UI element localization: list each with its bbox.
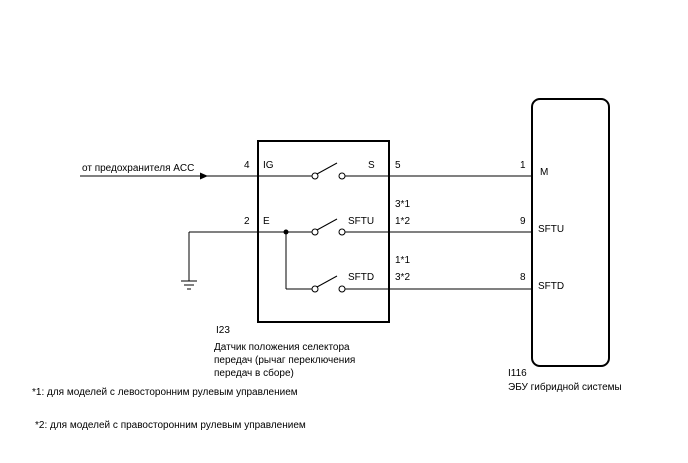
switch-unit-id: I23 [216, 325, 230, 336]
pin-number: 1 [520, 160, 526, 171]
switch-unit-name-line: передач (рычаг переключения [214, 355, 355, 366]
arrow-icon [200, 172, 208, 180]
pin-name: SFTU [538, 224, 564, 235]
footnote: *2: для моделей с правосторонним рулевым… [35, 420, 306, 431]
pin-number: 2 [244, 216, 250, 227]
pin-number: 4 [244, 160, 250, 171]
pin-number: 9 [520, 216, 526, 227]
pin-name: SFTD [348, 272, 374, 283]
source-label: от предохранителя ACC [82, 163, 194, 174]
switch-unit-name-line: Датчик положения селектора [214, 342, 350, 353]
switch-unit-name-line: передач в сборе) [214, 367, 294, 379]
pin-number: 1*2 [395, 216, 410, 227]
ground-icon [181, 280, 197, 290]
pin-name: IG [263, 160, 274, 171]
switch-icon [311, 275, 346, 293]
pin-number: 8 [520, 272, 526, 283]
footnote: *1: для моделей с левосторонним рулевым … [32, 387, 298, 398]
pin-name: SFTD [538, 281, 564, 292]
pin-name: M [540, 167, 548, 178]
pin-name: SFTU [348, 216, 374, 227]
switch-icon [311, 162, 346, 180]
pin-number-alt: 1*1 [395, 255, 410, 266]
pin-name: E [263, 216, 270, 227]
ecu-id: I116 [508, 368, 527, 379]
switch-icon [311, 218, 346, 236]
pin-name: S [368, 160, 375, 171]
pin-number: 3*2 [395, 272, 410, 283]
ecu-name: ЭБУ гибридной системы [508, 381, 622, 393]
pin-number: 5 [395, 160, 401, 171]
pin-number-alt: 3*1 [395, 199, 410, 210]
